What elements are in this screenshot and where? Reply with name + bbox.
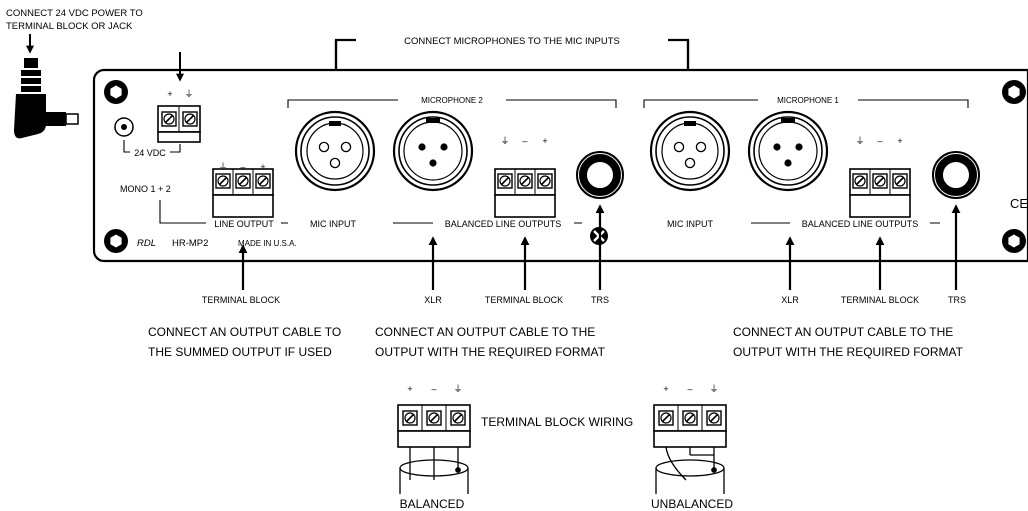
mount-hole-bottom-left-icon	[104, 229, 128, 253]
brand-logo: RDL	[137, 238, 156, 249]
balanced-polarity-minus: –	[431, 384, 436, 394]
mount-hole-bottom-right-icon	[1002, 229, 1026, 253]
power-polarity-plus: +	[167, 89, 172, 99]
summed-terminal-label: TERMINAL BLOCK	[202, 295, 280, 305]
mic2-terminal-label: TERMINAL BLOCK	[485, 295, 563, 305]
dc-power-plug-icon	[14, 58, 79, 139]
mic1-section-bracket	[643, 99, 969, 108]
mic1-input-xlr-female	[649, 110, 731, 192]
mic2-section-bracket	[287, 99, 617, 108]
mic1-callout-line2: OUTPUT WITH THE REQUIRED FORMAT	[733, 345, 964, 359]
mic1-terminal-block	[850, 169, 910, 217]
mic2-section-title: MICROPHONE 2	[421, 96, 483, 105]
ce-mark: CE	[1010, 196, 1028, 211]
connector-arrows	[238, 204, 961, 290]
mic2-input-xlr-female	[294, 110, 376, 192]
power-label-bracket	[123, 140, 181, 153]
line-output-polarity-ground: ⏚	[218, 162, 227, 172]
mono-label: MONO 1 + 2	[120, 184, 171, 194]
mic2-terminal-polarity-ground: ⏚	[500, 136, 509, 146]
mic1-section-title: MICROPHONE 1	[777, 96, 839, 105]
line-output-polarity-minus: –	[240, 162, 245, 172]
mic2-terminal-polarity-minus: –	[522, 136, 527, 146]
mic2-outputs-label: BALANCED LINE OUTPUTS	[445, 219, 562, 229]
mic1-output-xlr-male	[747, 110, 829, 192]
mic2-output-xlr-male	[392, 110, 474, 192]
mic2-terminal-block	[495, 169, 555, 217]
unbalanced-terminal-block	[653, 404, 727, 448]
line-output-terminal-block	[213, 169, 273, 217]
balanced-cable	[399, 447, 469, 494]
mics-callout: CONNECT MICROPHONES TO THE MIC INPUTS	[404, 36, 620, 47]
power-polarity-ground: ⏚	[184, 89, 193, 99]
mic2-trs-jack	[577, 152, 623, 198]
power-label: 24 VDC	[134, 148, 166, 158]
mic2-callout-line2: OUTPUT WITH THE REQUIRED FORMAT	[375, 345, 606, 359]
power-terminal-block	[157, 105, 201, 143]
mic1-terminal-label: TERMINAL BLOCK	[841, 295, 919, 305]
wiring-title: TERMINAL BLOCK WIRING	[481, 415, 633, 429]
balanced-label: BALANCED	[400, 497, 465, 511]
balanced-polarity-plus: +	[407, 384, 412, 394]
dc-power-jack-icon	[114, 117, 134, 137]
summed-callout-line2: THE SUMMED OUTPUT IF USED	[148, 345, 332, 359]
power-callout-line1: CONNECT 24 VDC POWER TO	[6, 8, 143, 19]
mic2-callout-line1: CONNECT AN OUTPUT CABLE TO THE	[375, 325, 595, 339]
rack-panel	[92, 68, 1028, 263]
mount-hole-top-left-icon	[104, 80, 128, 104]
mic1-outputs-label: BALANCED LINE OUTPUTS	[802, 219, 919, 229]
unbalanced-polarity-plus: +	[663, 384, 668, 394]
mount-hole-top-right-icon	[1002, 80, 1026, 104]
summed-callout-line1: CONNECT AN OUTPUT CABLE TO	[148, 325, 341, 339]
model-label: HR-MP2	[172, 238, 208, 249]
power-callout-line2: TERMINAL BLOCK OR JACK	[6, 21, 133, 32]
line-output-bracket	[159, 200, 288, 224]
mic1-xlr-label: XLR	[781, 295, 799, 305]
balanced-polarity-ground: ⏚	[453, 384, 462, 394]
unbalanced-cable	[655, 446, 725, 494]
unbalanced-label: UNBALANCED	[651, 497, 733, 511]
mic1-terminal-polarity-plus: +	[897, 136, 902, 146]
mic2-trs-label: TRS	[591, 295, 609, 305]
mic2-terminal-polarity-plus: +	[542, 136, 547, 146]
balanced-terminal-block	[397, 404, 471, 448]
mic1-terminal-polarity-ground: ⏚	[855, 136, 864, 146]
mic1-trs-jack	[933, 152, 979, 198]
unbalanced-polarity-ground: ⏚	[709, 384, 718, 394]
line-output-label: LINE OUTPUT	[214, 219, 274, 229]
line-output-polarity-plus: +	[260, 162, 265, 172]
mic1-trs-label: TRS	[948, 295, 966, 305]
mic2-xlr-label: XLR	[424, 295, 442, 305]
unbalanced-polarity-minus: –	[687, 384, 692, 394]
mic1-terminal-polarity-minus: –	[877, 136, 882, 146]
mic2-input-label: MIC INPUT	[310, 219, 357, 229]
mic1-callout-line1: CONNECT AN OUTPUT CABLE TO THE	[733, 325, 953, 339]
mic1-input-label: MIC INPUT	[667, 219, 714, 229]
made-in-label: MADE IN U.S.A.	[238, 239, 297, 248]
